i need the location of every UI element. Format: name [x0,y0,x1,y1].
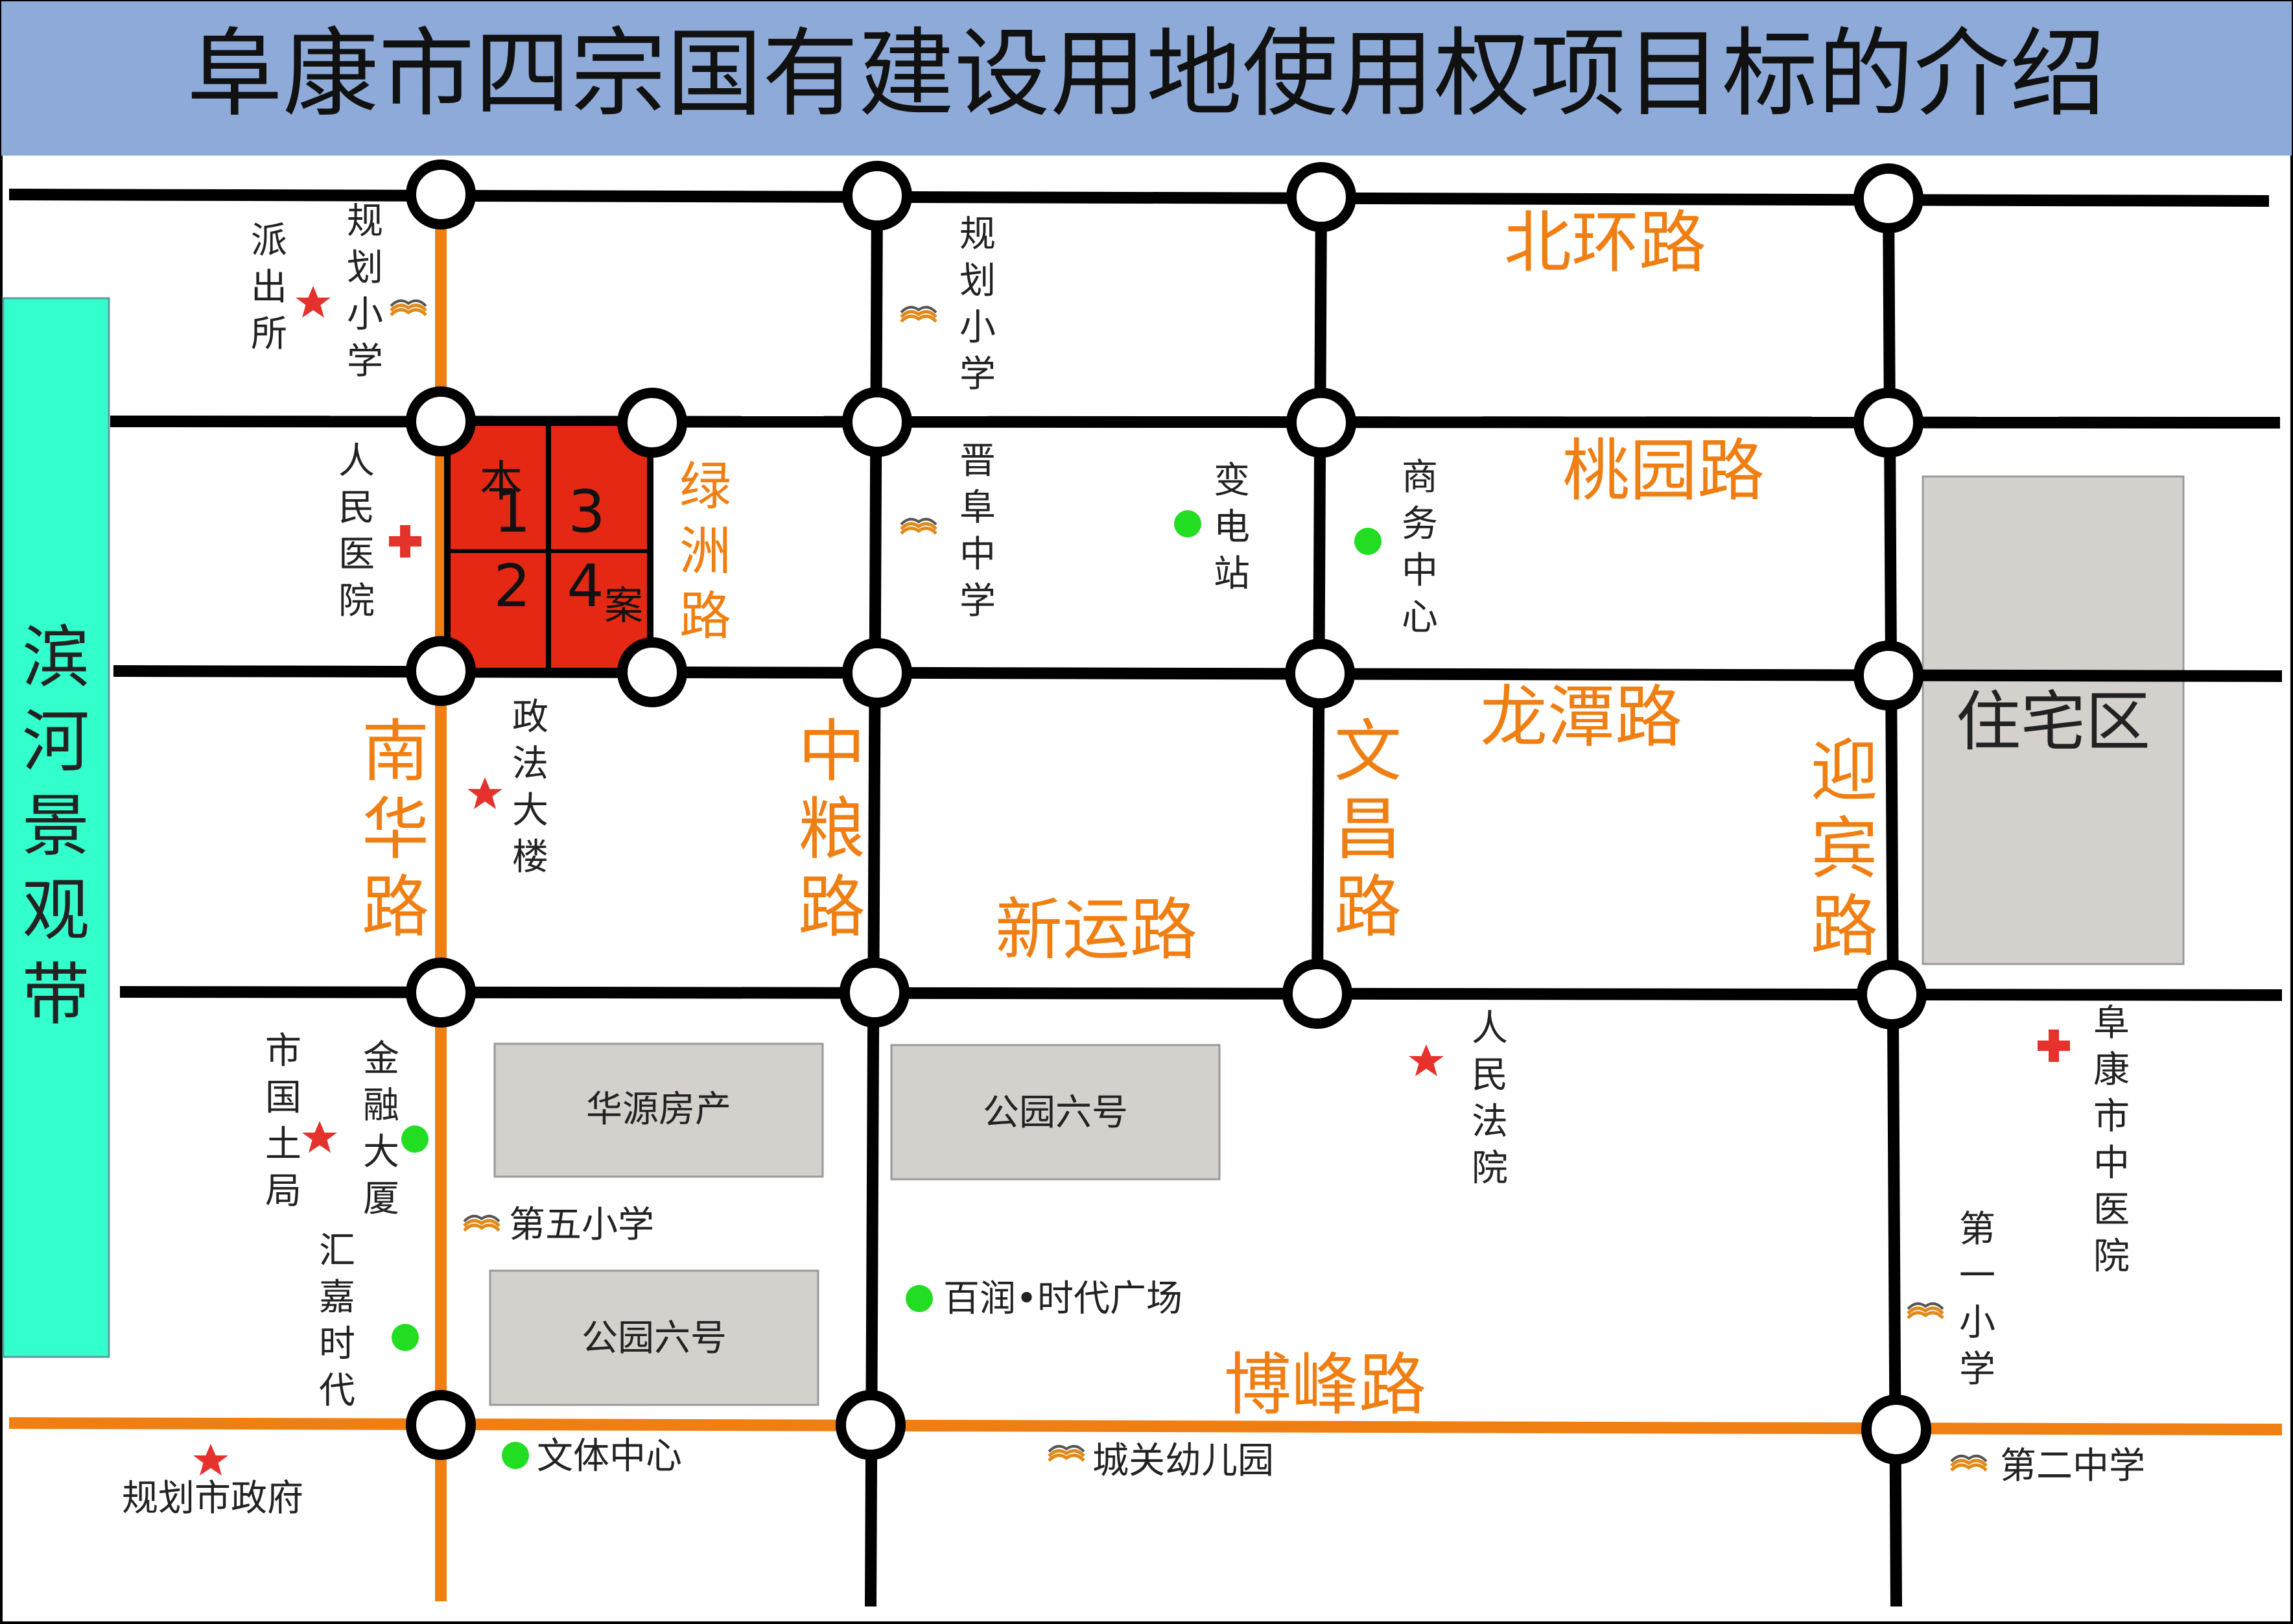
planned-government-label: 规划市政府 [122,1477,303,1520]
park6-top-block [890,1044,1221,1181]
people-court-label: 人民法院 [1472,1007,1508,1190]
map-title: 阜康市四宗国有建设用地使用权项目标的介绍 [187,18,2106,130]
wenchang-road [1311,194,1327,996]
intersection-circle-icon [406,958,476,1028]
land-bureau-label: 市国土局 [265,1030,301,1212]
police-label: 派出所 [251,220,287,355]
parcel-2-label[interactable]: 2 [493,552,530,620]
fifth-primary-school-label: 第五小学 [509,1204,654,1246]
intersection-circle-icon [1286,388,1356,458]
intersection-circle-icon [842,638,912,708]
parcel-1-label[interactable]: 1 [493,478,530,546]
first-primary-school-label: 第一小学 [1959,1208,1995,1391]
green-dot-icon [1354,528,1382,555]
intersection-circle-icon [1286,162,1356,232]
bairun-plaza-label: 百润•时代广场 [943,1278,1182,1320]
intersection-circle-icon [1857,959,1927,1030]
finance-building-label: 金融大厦 [363,1038,399,1220]
huayuan-label: 华源房产 [586,1089,731,1131]
intersections [406,159,1931,1465]
intersection-circle-icon [1853,388,1923,458]
xinyun-road-label: 新运路 [995,890,1197,969]
substation-label: 变电站 [1214,460,1250,595]
park6-bottom-block [489,1269,819,1406]
residential-label: 住宅区 [1956,684,2150,760]
riverside-landscape-belt [2,297,110,1358]
taoyuan-road-label: 桃园路 [1562,431,1765,510]
intersection-circle-icon [1861,1395,1931,1465]
huayuan-block [493,1042,824,1178]
huijia-label: 汇嘉时代 [319,1230,355,1412]
second-middle-school-label: 第二中学 [2000,1445,2145,1487]
parcel-4-label[interactable]: 4 [567,552,604,620]
intersection-circle-icon [406,1390,476,1460]
intersection-circle-icon [406,386,476,456]
parcel-3-label[interactable]: 3 [568,478,605,546]
intersection-circle-icon [836,1390,906,1460]
green-dot-icon [401,1125,429,1153]
jinfu-middle-school-label: 晋阜中学 [959,440,996,622]
wenchang-road-label: 文昌路 [1334,712,1402,947]
intersection-circle-icon [1282,959,1352,1029]
people-hospital-label: 人民医院 [338,440,375,622]
intersection-circle-icon [842,161,912,231]
longtan-road-label: 龙潭路 [1480,677,1682,757]
intersection-circle-icon [840,958,910,1028]
parcel-ben-label: 本 [480,456,523,506]
kindergarten-label: 城关幼儿园 [1092,1440,1274,1482]
tcm-hospital-label: 阜康市中医院 [2093,1002,2130,1278]
park6-bottom-label: 公园六号 [582,1317,727,1359]
park6-top-label: 公园六号 [983,1092,1128,1134]
green-dot-icon [502,1442,529,1469]
green-dot-icon [1174,510,1201,537]
beihuan-road-label: 北环路 [1504,203,1706,282]
title-banner [1,1,2292,156]
intersection-circle-icon [617,637,687,707]
intersection-circle-icon [617,388,687,458]
nanhua-road-label: 南华路 [362,712,429,947]
green-dot-icon [392,1324,419,1351]
intersection-circle-icon [406,159,476,229]
intersection-circle-icon [406,636,476,706]
bofeng-road [8,1417,2283,1435]
parcel-an-label: 案 [604,583,643,629]
project-parcels: 本 1 3 2 4 案 [444,419,653,674]
intersection-circle-icon [1285,639,1355,709]
bofeng-road-label: 博峰路 [1224,1345,1426,1424]
intersection-circle-icon [1853,641,1923,711]
yingbin-road-label: 迎宾路 [1811,731,1878,966]
planned-school-label: 规划小学 [347,200,383,382]
landscape-label: 滨河景观带 [22,618,89,1034]
culture-center-label: 文体中心 [537,1435,682,1477]
commerce-center-label: 商务中心 [1402,456,1438,639]
planned-school-label: 规划小学 [959,213,996,395]
politics-law-building-label: 政法大楼 [512,696,548,878]
green-dot-icon [906,1285,933,1312]
zhongliang-road-label: 中粮路 [798,712,865,947]
intersection-circle-icon [1853,163,1923,233]
lvzhou-road-label: 绿洲路 [679,456,731,646]
intersection-circle-icon [842,387,912,457]
residential-block [1922,475,2185,965]
